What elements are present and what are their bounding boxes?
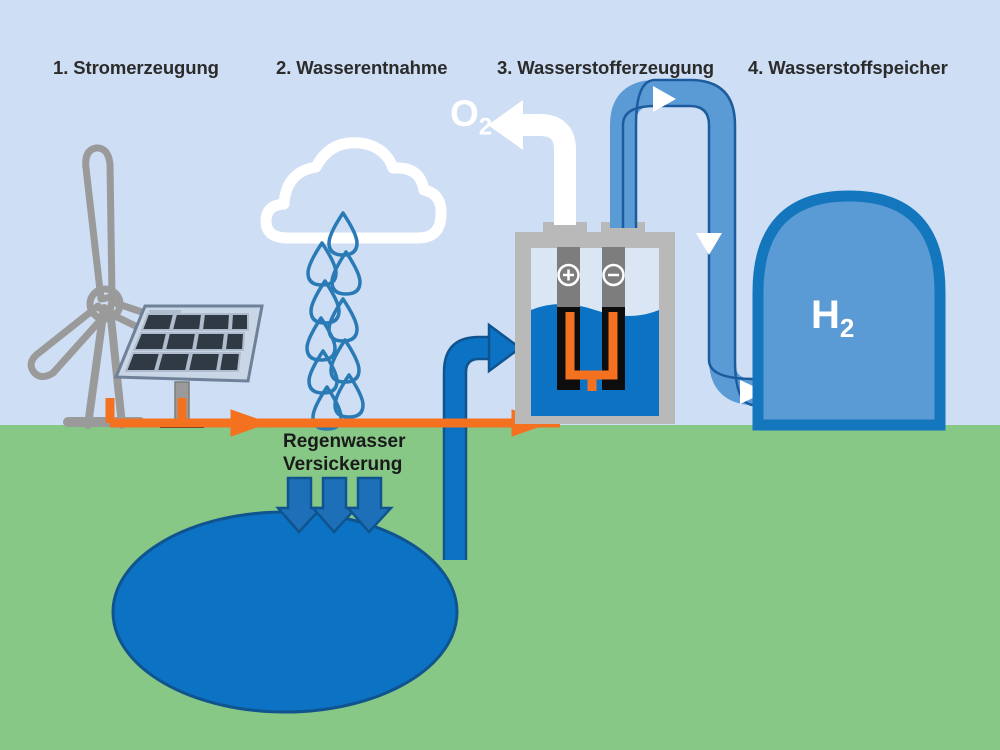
step-title-3: 3. Wasserstofferzeugung bbox=[497, 57, 714, 78]
electrolyzer-icon bbox=[515, 222, 675, 424]
hydrogen-label-symbol: H bbox=[811, 293, 840, 337]
groundwater-body bbox=[111, 510, 459, 714]
down-arrow-icon bbox=[275, 476, 324, 534]
oxygen-pipe bbox=[488, 100, 576, 225]
raindrop-icon bbox=[330, 250, 362, 296]
seepage-arrow-group bbox=[275, 476, 394, 534]
hydrogen-tank-icon bbox=[752, 190, 946, 431]
oxygen-label-symbol: O bbox=[450, 93, 479, 134]
cloud-icon bbox=[260, 137, 447, 244]
right-arrow-icon bbox=[487, 322, 523, 374]
raindrop-icon bbox=[333, 373, 365, 419]
step-title-2: 2. Wasserentnahme bbox=[276, 57, 448, 78]
seepage-label-line2: Versickerung bbox=[283, 454, 403, 475]
oxygen-label-subscript: 2 bbox=[478, 113, 493, 141]
seepage-label-line1: Regenwasser bbox=[283, 431, 406, 452]
triangle-arrow-icon bbox=[696, 233, 722, 255]
down-arrow-icon bbox=[345, 476, 394, 534]
down-arrow-icon bbox=[310, 476, 359, 534]
water-intake-pipe bbox=[442, 322, 523, 560]
raindrop-icon bbox=[311, 385, 343, 431]
step-title-4: 4. Wasserstoffspeicher bbox=[748, 57, 948, 78]
triangle-arrow-icon bbox=[653, 86, 676, 112]
left-arrow-icon bbox=[488, 100, 523, 150]
oxygen-outlet-cap bbox=[543, 222, 587, 242]
raindrop-icon bbox=[305, 316, 337, 362]
right-arrow-icon bbox=[230, 409, 270, 437]
step-title-1: 1. Stromerzeugung bbox=[53, 57, 219, 78]
seepage-label: Regenwasser Versickerung bbox=[283, 430, 406, 476]
hydrogen-label: H2 bbox=[811, 293, 854, 344]
hydrogen-label-subscript: 2 bbox=[839, 313, 855, 343]
raindrop-group bbox=[305, 211, 365, 431]
oxygen-label: O2 bbox=[450, 93, 492, 141]
